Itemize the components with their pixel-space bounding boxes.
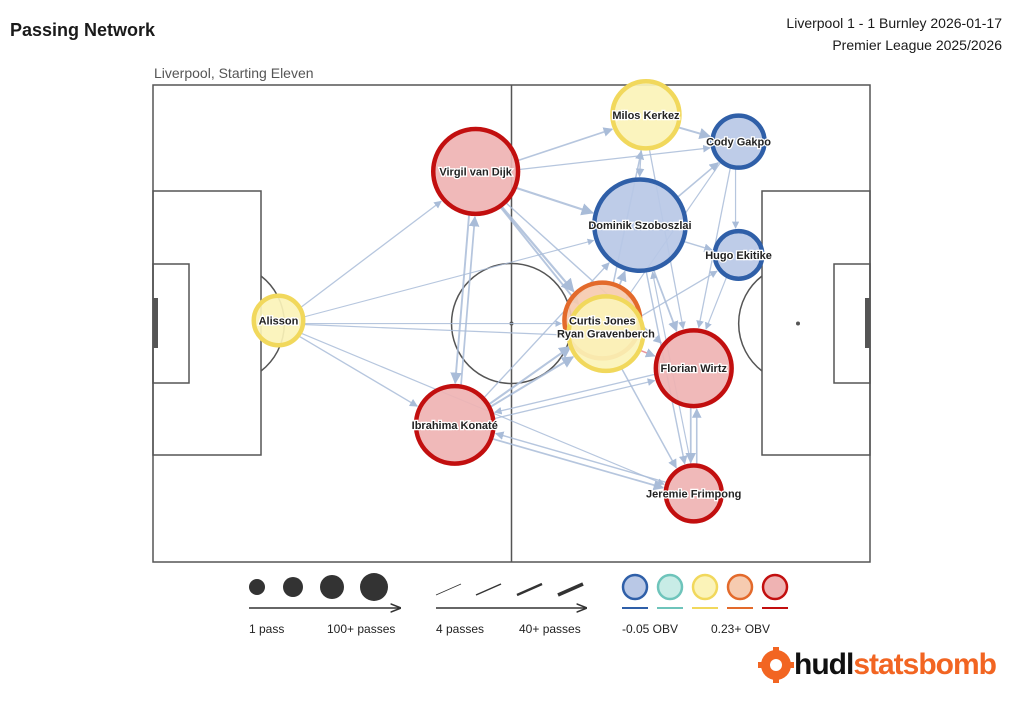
- right-six-yard-box: [833, 263, 871, 384]
- legend-size-1: [249, 579, 265, 595]
- player-node-alisson: [251, 293, 306, 348]
- pass-edge-hugo-ekitike-to-florian-wirtz: [705, 275, 728, 330]
- player-label-curtis-jones: Curtis Jones: [569, 316, 636, 328]
- pass-edge-virgil-van-dijk-to-curtis-jones: [499, 204, 575, 293]
- player-label-hugo-ekitike: Hugo Ekitike: [705, 250, 772, 262]
- legend-line-4: [557, 582, 584, 597]
- player-label-virgil-van-dijk: Virgil van Dijk: [439, 166, 512, 178]
- player-label-ryan-gravenberch: Ryan Gravenberch: [557, 329, 655, 341]
- legend-obv-min: -0.05 OBV: [622, 622, 679, 636]
- player-node-virgil-van-dijk: [430, 126, 521, 217]
- brand-word-hudl: hudl: [794, 648, 854, 681]
- brand-word-statsbomb: statsbomb: [853, 648, 997, 681]
- player-node-dominik-szoboszlai: [592, 177, 688, 274]
- player-node-milos-kerkez: [610, 79, 682, 151]
- pass-edge-alisson-to-ibrahima-konate: [297, 335, 418, 407]
- legend-obv-swatch-4: [726, 573, 754, 601]
- pass-edge-virgil-van-dijk-to-dominik-szoboszlai: [514, 186, 594, 216]
- brand-logo: hudl statsbomb: [758, 646, 997, 684]
- pass-edge-dominik-szoboszlai-to-cody-gakpo: [676, 162, 720, 199]
- legend-obv-swatch-5: [761, 573, 789, 601]
- pass-edge-dominik-szoboszlai-to-hugo-ekitike: [682, 240, 713, 252]
- pass-edge-ibrahima-konate-to-ryan-gravenberch: [488, 356, 575, 409]
- legend-size-2: [283, 577, 303, 597]
- player-node-hugo-ekitike: [712, 228, 765, 281]
- pass-edge-florian-wirtz-to-ibrahima-konate: [493, 373, 657, 415]
- legend-obv-scale: [621, 573, 789, 609]
- pass-edge-virgil-van-dijk-to-milos-kerkez: [516, 127, 614, 162]
- player-label-jeremie-frimpong: Jeremie Frimpong: [646, 488, 741, 500]
- player-label-alisson: Alisson: [259, 316, 299, 328]
- player-label-ibrahima-konate: Ibrahima Konaté: [412, 420, 498, 432]
- pass-edge-ryan-gravenberch-to-hugo-ekitike: [639, 270, 718, 318]
- player-label-milos-kerkez: Milos Kerkez: [612, 110, 680, 122]
- legend-line-2: [475, 583, 502, 596]
- pass-edge-milos-kerkez-to-dominik-szoboszlai: [635, 148, 645, 178]
- competition-line: Premier League 2025/2026: [832, 37, 1002, 53]
- pass-edge-ibrahima-konate-to-virgil-van-dijk: [460, 215, 480, 387]
- right-goal: [865, 298, 870, 348]
- right-penalty-box: [761, 190, 871, 456]
- page-title: Passing Network: [10, 20, 156, 40]
- pass-edge-ibrahima-konate-to-jeremie-frimpong: [490, 437, 665, 491]
- legend-line-3: [516, 582, 543, 597]
- legend: [249, 573, 789, 609]
- pass-edge-ryan-gravenberch-to-florian-wirtz: [639, 348, 656, 358]
- player-node-florian-wirtz: [653, 328, 734, 409]
- pass-edge-curtis-jones-to-dominik-szoboszlai: [616, 270, 627, 287]
- brand-mark-icon: [758, 647, 794, 683]
- pass-edge-alisson-to-dominik-szoboszlai: [303, 238, 595, 318]
- player-node-ibrahima-konate: [413, 383, 496, 466]
- pass-edge-milos-kerkez-to-cody-gakpo: [677, 126, 711, 140]
- player-node-cody-gakpo: [710, 113, 767, 170]
- pass-edge-ibrahima-konate-to-florian-wirtz: [493, 378, 656, 420]
- legend-obv-swatch-3: [691, 573, 719, 601]
- match-info: Liverpool 1 - 1 Burnley 2026-01-17 Premi…: [786, 12, 1002, 56]
- right-penalty-arc: [737, 275, 763, 372]
- legend-obv-max: 0.23+ OBV: [711, 622, 771, 636]
- left-goal: [153, 298, 158, 348]
- legend-obv-swatch-2: [656, 573, 684, 601]
- legend-size-max: 100+ passes: [327, 622, 396, 636]
- legend-line-min: 4 passes: [436, 622, 485, 636]
- player-label-dominik-szoboszlai: Dominik Szoboszlai: [588, 220, 691, 232]
- legend-size-min: 1 pass: [249, 622, 285, 636]
- legend-obv-swatch-1: [621, 573, 649, 601]
- player-node-jeremie-frimpong: [663, 463, 724, 524]
- player-label-cody-gakpo: Cody Gakpo: [706, 137, 771, 149]
- pass-edge-virgil-van-dijk-to-ibrahima-konate: [450, 213, 471, 385]
- team-label: Liverpool, Starting Eleven: [154, 65, 314, 81]
- player-node-ryan-gravenberch: [566, 294, 646, 374]
- pass-edge-ryan-gravenberch-to-jeremie-frimpong: [620, 367, 677, 469]
- legend-size-4: [360, 573, 388, 601]
- legend-line-max: 40+ passes: [519, 622, 581, 636]
- pass-edge-jeremie-frimpong-to-ibrahima-konate: [494, 431, 668, 484]
- player-label-florian-wirtz: Florian Wirtz: [660, 363, 727, 375]
- pass-edge-virgil-van-dijk-to-cody-gakpo: [518, 144, 711, 171]
- pass-edge-virgil-van-dijk-to-ryan-gravenberch: [499, 205, 580, 306]
- pass-edge-ibrahima-konate-to-curtis-jones: [487, 345, 572, 406]
- right-penalty-spot: [796, 321, 800, 326]
- pass-edge-alisson-to-ryan-gravenberch: [303, 323, 567, 339]
- legend-line-1: [435, 583, 462, 596]
- match-line: Liverpool 1 - 1 Burnley 2026-01-17: [786, 15, 1002, 31]
- left-penalty-box: [152, 190, 262, 456]
- legend-size-3: [320, 575, 344, 599]
- left-six-yard-box: [152, 263, 190, 384]
- pass-edge-alisson-to-virgil-van-dijk: [299, 200, 442, 309]
